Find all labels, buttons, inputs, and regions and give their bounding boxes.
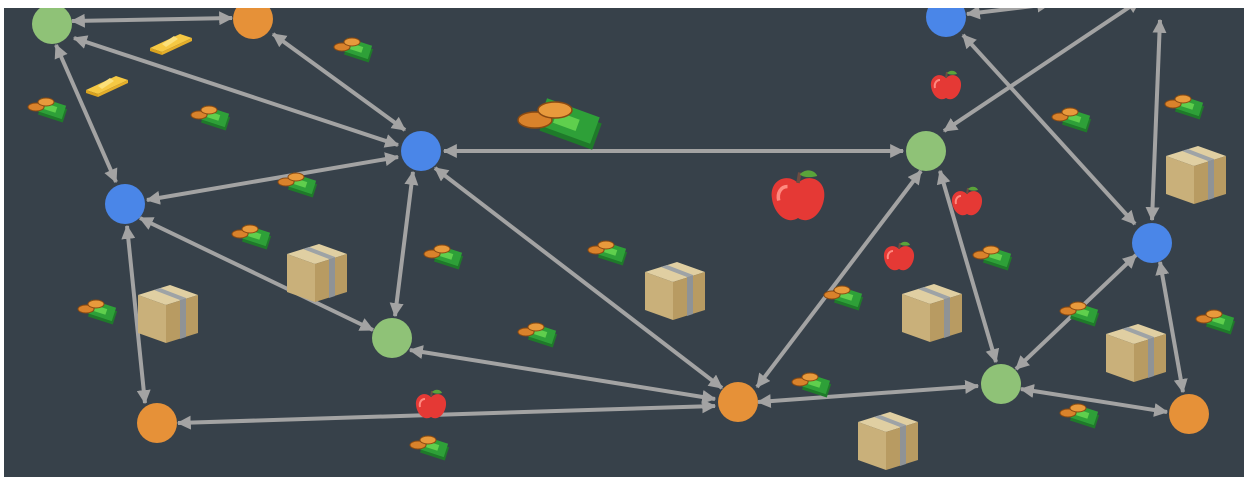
- box-icon: [1106, 324, 1166, 382]
- graph-nodes: [32, 8, 1209, 443]
- money-icon: [77, 299, 118, 326]
- node-blue[interactable]: [926, 8, 966, 37]
- graph-edges: [54, 8, 1188, 430]
- board-canvas: [27, 8, 1236, 470]
- box-icon: [138, 285, 198, 343]
- node-orange[interactable]: [718, 382, 758, 422]
- money-icon: [1195, 309, 1236, 336]
- box-icon: [645, 262, 705, 320]
- edge: [1019, 384, 1169, 417]
- edge: [936, 169, 1000, 364]
- edge: [121, 224, 151, 405]
- game-board: [4, 8, 1244, 477]
- gold-bar-icon: [86, 76, 128, 97]
- money-icon: [517, 97, 603, 151]
- edge: [961, 33, 1137, 226]
- edge: [408, 345, 717, 404]
- money-icon: [972, 245, 1013, 272]
- money-icon: [1051, 107, 1092, 134]
- apple-icon: [769, 168, 827, 222]
- node-green[interactable]: [981, 364, 1021, 404]
- node-orange[interactable]: [233, 8, 273, 39]
- money-icon: [1059, 403, 1100, 430]
- money-icon: [1164, 94, 1205, 121]
- apple-icon: [929, 69, 963, 101]
- edge: [389, 170, 419, 318]
- box-icon: [858, 412, 918, 470]
- node-orange[interactable]: [137, 403, 177, 443]
- money-icon: [423, 244, 464, 271]
- money-icon: [587, 240, 628, 267]
- money-icon: [231, 224, 272, 251]
- apple-icon: [414, 388, 448, 420]
- node-green[interactable]: [32, 8, 72, 44]
- edge: [1155, 260, 1188, 394]
- edge: [965, 8, 1052, 20]
- edge: [138, 216, 375, 332]
- money-icon: [409, 435, 450, 462]
- edge: [756, 379, 980, 409]
- gold-bar-icon: [150, 34, 192, 55]
- edge: [176, 399, 717, 430]
- box-icon: [1166, 146, 1226, 204]
- edge: [755, 169, 923, 389]
- edge: [70, 11, 234, 28]
- edge: [145, 152, 400, 205]
- money-icon: [333, 37, 374, 64]
- node-green[interactable]: [906, 131, 946, 171]
- edge: [54, 43, 118, 184]
- apple-icon: [882, 240, 916, 272]
- edge: [942, 8, 1141, 133]
- node-blue[interactable]: [1132, 223, 1172, 263]
- box-icon: [287, 244, 347, 302]
- node-blue[interactable]: [401, 131, 441, 171]
- box-icon: [902, 284, 962, 342]
- edge: [271, 32, 407, 132]
- money-icon: [791, 372, 832, 399]
- money-icon: [190, 105, 231, 132]
- node-green[interactable]: [372, 318, 412, 358]
- money-icon: [27, 97, 68, 124]
- apple-icon: [950, 185, 984, 217]
- edge: [1145, 18, 1167, 222]
- node-orange[interactable]: [1169, 394, 1209, 434]
- node-blue[interactable]: [105, 184, 145, 224]
- money-icon: [517, 322, 558, 349]
